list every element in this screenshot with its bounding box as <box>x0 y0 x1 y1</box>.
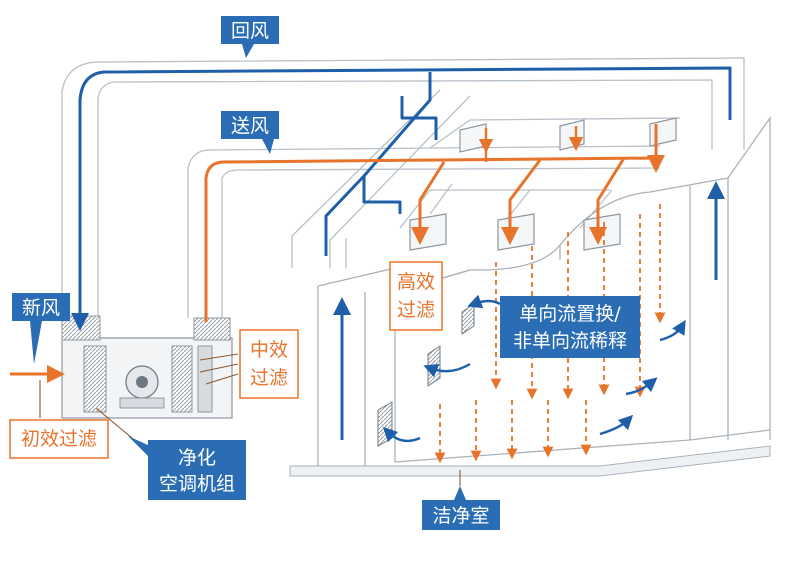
filter-icon <box>83 345 107 413</box>
label-flow-mode: 单向流置换/ 非单向流稀释 <box>500 296 640 358</box>
svg-text:新风: 新风 <box>22 297 60 319</box>
duct-network <box>61 57 745 330</box>
label-supply-air: 送风 <box>221 111 279 154</box>
label-fresh-air: 新风 <box>12 293 70 364</box>
hepa-box-icon <box>409 117 677 251</box>
return-air-path <box>71 66 732 440</box>
fan-icon <box>119 365 165 409</box>
label-cleanroom: 洁净室 <box>422 486 500 530</box>
svg-text:空调机组: 空调机组 <box>159 473 235 495</box>
label-medium-filter: 中效 过滤 <box>239 329 299 399</box>
supply-air-path <box>10 124 665 383</box>
label-ahu: 净化 空调机组 <box>128 436 246 500</box>
svg-text:洁净室: 洁净室 <box>432 505 489 527</box>
label-primary-filter: 初效过滤 <box>9 419 109 459</box>
svg-text:过滤: 过滤 <box>397 299 435 321</box>
svg-text:送风: 送风 <box>231 115 269 137</box>
room-return-swirls <box>382 294 686 443</box>
svg-text:初效过滤: 初效过滤 <box>21 428 97 450</box>
ahu-unit <box>61 315 233 419</box>
svg-text:净化: 净化 <box>178 447 216 469</box>
svg-text:过滤: 过滤 <box>250 367 288 389</box>
label-hepa-filter: 高效 过滤 <box>389 261 443 331</box>
svg-text:中效: 中效 <box>250 339 288 361</box>
label-return-air: 回风 <box>221 16 279 58</box>
svg-text:单向流置换/: 单向流置换/ <box>519 303 621 325</box>
svg-text:回风: 回风 <box>231 20 269 42</box>
svg-text:高效: 高效 <box>397 271 435 293</box>
floor-slab <box>289 445 771 477</box>
svg-text:非单向流稀释: 非单向流稀释 <box>513 330 627 352</box>
leader-lines <box>39 353 461 486</box>
